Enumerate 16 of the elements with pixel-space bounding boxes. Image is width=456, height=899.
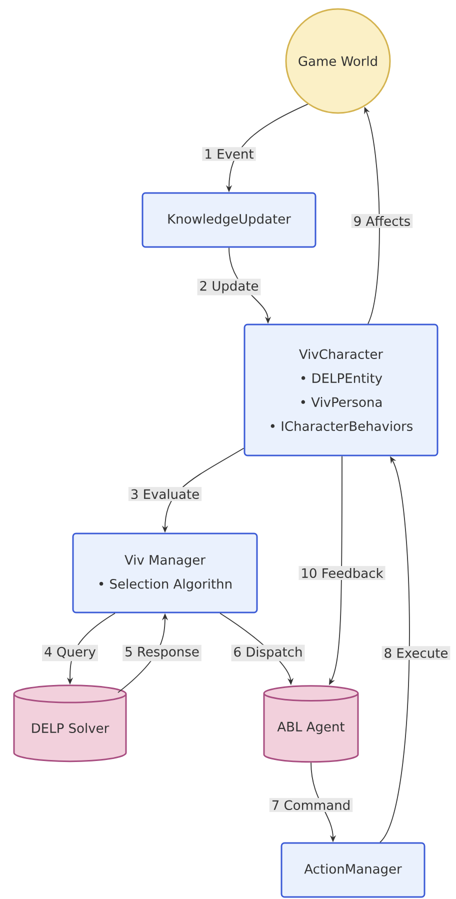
edge-label: 8 Execute: [382, 646, 450, 660]
edge-label: 2 Update: [197, 278, 261, 296]
edge-label: 7 Command: [269, 798, 353, 812]
edge-label: 6 Dispatch: [231, 644, 305, 662]
process-box: KnowledgeUpdater: [142, 192, 316, 248]
edge-label: 1 Event: [202, 147, 256, 161]
edge-label: 10 Feedback: [298, 566, 386, 580]
database-cylinder: DELP Solver: [13, 684, 127, 762]
edge-label: 5 Response: [122, 644, 202, 662]
process-box: Viv Manager • Selection Algorithn: [72, 532, 258, 614]
process-box: VivCharacter • DELPEntity • VivPersona • ICharacterBehaviors: [244, 324, 438, 456]
edge-label: 4 Query: [42, 644, 98, 662]
edge-label: 9 Affects: [351, 214, 413, 228]
database-cylinder: ABL Agent: [263, 685, 359, 763]
edge-label: 3 Evaluate: [128, 486, 202, 502]
process-box: ActionManager: [280, 842, 426, 898]
